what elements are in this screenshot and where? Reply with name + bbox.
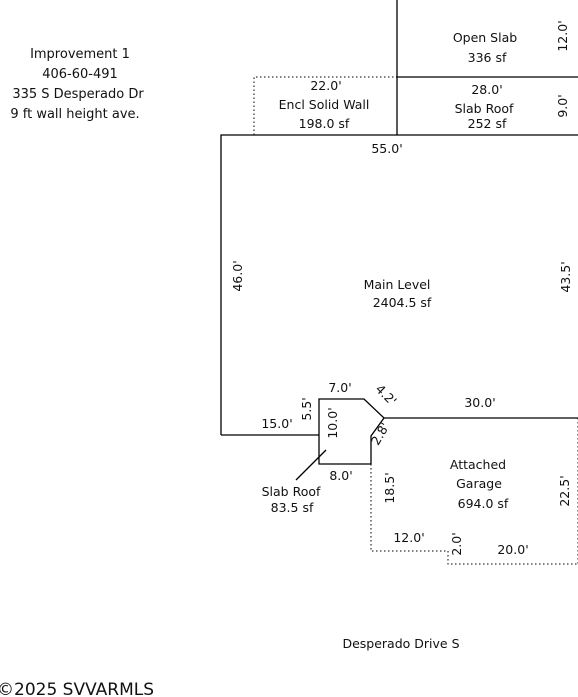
dim-slab-roof-width: 28.0' <box>471 82 502 97</box>
slab-roof-leader <box>295 449 327 481</box>
dim-garage-right: 22.5' <box>557 475 572 506</box>
street-label: Desperado Drive S <box>342 636 459 651</box>
wall-height-note: 9 ft wall height ave. <box>10 107 139 122</box>
slab-roof-small-area: 7.0' 4.2' 5.5' 10.0' 2.8' 8.0' Slab Roof… <box>262 380 400 515</box>
slab-roof-top-label: Slab Roof <box>455 101 514 116</box>
parcel-number: 406-60-491 <box>42 67 118 82</box>
dim-garage-left: 18.5' <box>382 472 397 503</box>
dim-garage-step: 2.0' <box>449 532 464 555</box>
dim-small-top: 7.0' <box>328 380 351 395</box>
dim-slab-roof-height: 9.0' <box>555 94 570 117</box>
garage-outline <box>370 418 578 565</box>
open-slab-label: Open Slab <box>453 30 517 45</box>
slab-roof-top-area: 28.0' Slab Roof 252 sf 9.0' <box>396 77 570 135</box>
dim-small-bottom: 8.0' <box>329 468 352 483</box>
dim-garage-bottom-left: 12.0' <box>393 530 424 545</box>
garage-label-line2: Garage <box>456 476 502 491</box>
dim-main-top: 55.0' <box>371 141 402 156</box>
encl-solid-wall-area: 22.0' Encl Solid Wall 198.0 sf <box>253 76 397 135</box>
dim-main-left: 46.0' <box>230 260 245 291</box>
dim-garage-bottom-right: 20.0' <box>497 542 528 557</box>
garage-label-line1: Attached <box>450 457 506 472</box>
slab-roof-small-label: Slab Roof <box>262 484 321 499</box>
open-slab-area: Open Slab 336 sf 12.0' <box>396 0 578 78</box>
dim-encl-wall-width: 22.0' <box>310 78 341 93</box>
attached-garage-area: Attached Garage 694.0 sf 18.5' 22.5' 12.… <box>370 418 578 565</box>
main-level-outline <box>220 134 578 436</box>
dim-open-slab-height: 12.0' <box>555 20 570 51</box>
property-address: 335 S Desperado Dr <box>12 87 144 102</box>
slab-roof-top-size: 252 sf <box>468 116 507 131</box>
property-info: Improvement 1 406-60-491 335 S Desperado… <box>10 47 144 122</box>
garage-size: 694.0 sf <box>458 496 509 511</box>
improvement-label: Improvement 1 <box>30 47 130 62</box>
dim-main-bottom-right: 30.0' <box>464 395 495 410</box>
dim-main-right: 43.5' <box>558 261 573 292</box>
dim-main-bottom-left: 15.0' <box>261 416 292 431</box>
main-level-size: 2404.5 sf <box>373 295 432 310</box>
main-level-area: 55.0' 46.0' 43.5' Main Level 2404.5 sf 1… <box>220 134 578 436</box>
open-slab-size: 336 sf <box>468 50 507 65</box>
main-level-label: Main Level <box>364 277 431 292</box>
dim-small-diagonal: 4.2' <box>373 381 400 408</box>
copyright-watermark: ©2025 SVVARMLS <box>0 680 154 697</box>
dim-small-inner: 10.0' <box>325 407 340 438</box>
encl-wall-outline <box>253 76 397 135</box>
encl-wall-label: Encl Solid Wall <box>279 97 370 112</box>
slab-roof-small-size: 83.5 sf <box>271 500 314 515</box>
dim-small-left: 5.5' <box>299 397 314 420</box>
encl-wall-size: 198.0 sf <box>299 116 350 131</box>
